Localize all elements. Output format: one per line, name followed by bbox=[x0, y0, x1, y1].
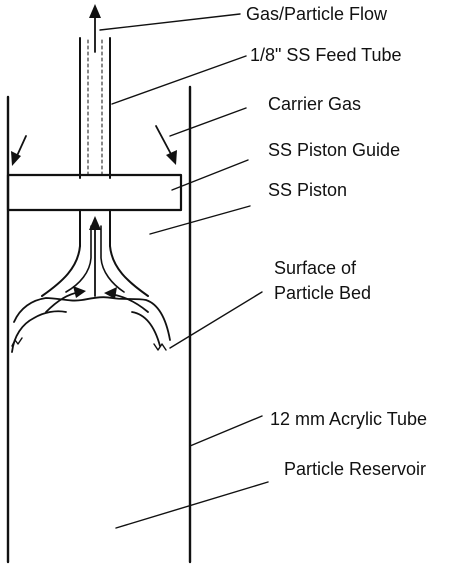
piston-inner-left bbox=[65, 225, 92, 293]
labels: Gas/Particle Flow 1/8" SS Feed Tube Carr… bbox=[246, 4, 427, 479]
bed-flow-arrow-right bbox=[104, 287, 149, 313]
label-particle-bed-line2: Particle Bed bbox=[274, 283, 371, 303]
leader-gas-particle-flow bbox=[99, 13, 241, 31]
bed-flow-arrow-left bbox=[45, 286, 86, 313]
leader-acrylic-tube bbox=[189, 415, 263, 447]
piston-flow-arrowhead bbox=[89, 216, 101, 230]
carrier-gas-arrow-right bbox=[155, 125, 177, 165]
gas-particle-flow-arrow bbox=[89, 4, 101, 53]
piston-nozzle-right bbox=[109, 245, 149, 297]
leader-piston bbox=[149, 205, 251, 235]
leader-feed-tube bbox=[111, 55, 247, 105]
gas-particle-flow-arrowhead bbox=[89, 4, 101, 18]
label-acrylic-tube: 12 mm Acrylic Tube bbox=[270, 409, 427, 429]
acrylic-tube bbox=[6, 85, 192, 564]
particle-bed-upper-curve bbox=[13, 296, 171, 341]
leader-carrier-gas bbox=[169, 107, 247, 137]
feed-tube bbox=[79, 37, 111, 179]
particle-bed-texture bbox=[11, 337, 167, 351]
leader-particle-reservoir bbox=[115, 481, 269, 529]
label-gas-particle-flow: Gas/Particle Flow bbox=[246, 4, 388, 24]
particle-bed-surface bbox=[11, 296, 171, 353]
leader-piston-guide bbox=[171, 159, 249, 191]
piston-nozzle-left bbox=[41, 245, 81, 297]
piston-guide-block bbox=[6, 173, 183, 212]
label-piston: SS Piston bbox=[268, 180, 347, 200]
label-feed-tube: 1/8" SS Feed Tube bbox=[250, 45, 402, 65]
label-particle-bed-line1: Surface of bbox=[274, 258, 357, 278]
carrier-gas-arrow-left bbox=[11, 135, 27, 166]
label-carrier-gas: Carrier Gas bbox=[268, 94, 361, 114]
label-particle-reservoir: Particle Reservoir bbox=[284, 459, 426, 479]
label-piston-guide: SS Piston Guide bbox=[268, 140, 400, 160]
piston-inner-right bbox=[100, 225, 125, 293]
piston-flow-arrow bbox=[89, 216, 101, 297]
leader-lines bbox=[99, 13, 269, 529]
piston bbox=[41, 209, 149, 297]
leader-particle-bed bbox=[169, 291, 263, 349]
particle-bed-lower-curve bbox=[11, 310, 161, 353]
